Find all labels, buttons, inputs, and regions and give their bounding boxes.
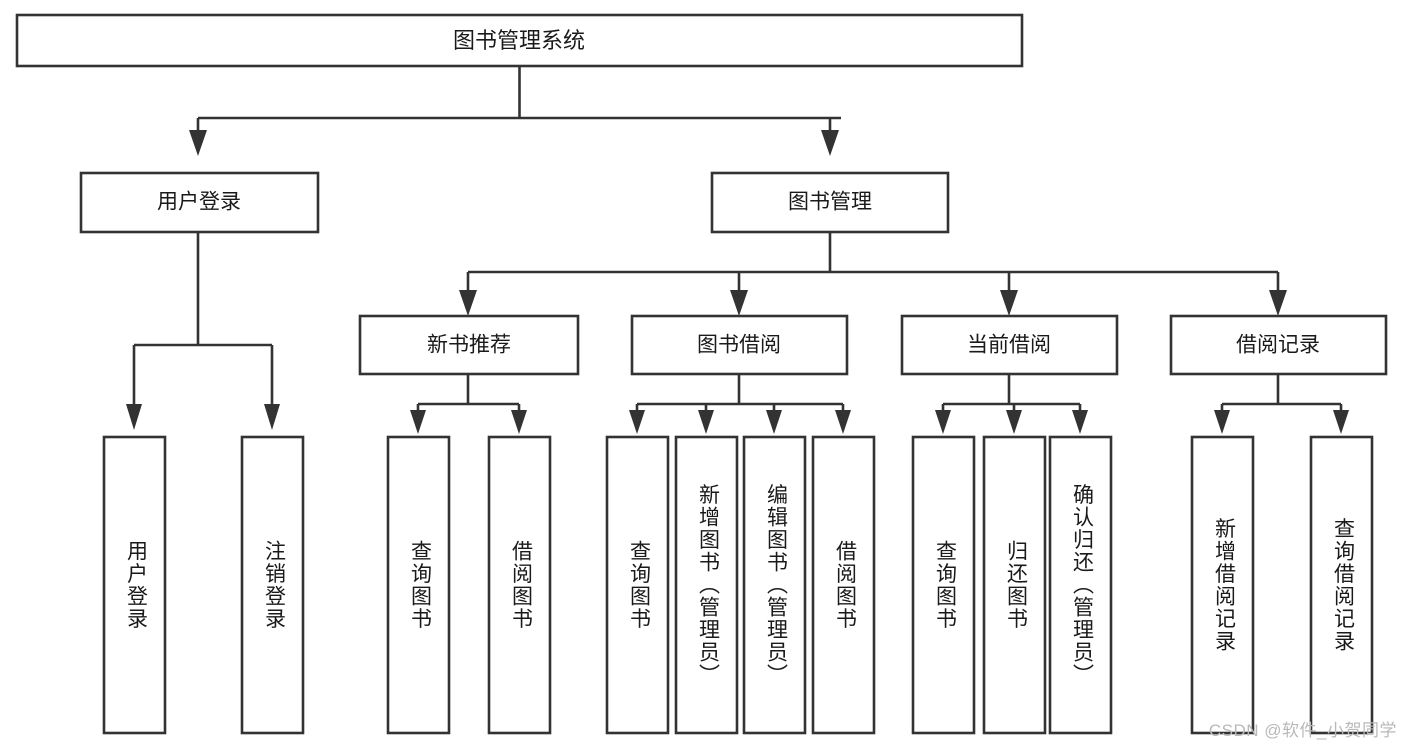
node-borrow-record-box[interactable] xyxy=(1169,314,1388,376)
arrowhead-leaf-query-book-3 xyxy=(935,410,951,434)
node-user-login-box[interactable] xyxy=(79,171,320,234)
node-current-borrow-label: 当前借阅 xyxy=(967,334,1051,357)
node-leaf-query-book-3-label: 查询图书 xyxy=(933,540,957,630)
node-new-book-recommend-label: 新书推荐 xyxy=(427,334,511,357)
node-leaf-query-record-box[interactable] xyxy=(1309,435,1374,735)
node-leaf-add-book[interactable]: 新增图书（管理员） xyxy=(674,435,739,735)
node-root-box[interactable] xyxy=(15,13,1024,68)
connector-group-new-book-recommend xyxy=(410,374,527,434)
node-book-management-box[interactable] xyxy=(710,171,950,234)
node-leaf-add-record-box[interactable] xyxy=(1190,435,1255,735)
node-leaf-query-book-3-box[interactable] xyxy=(911,435,976,735)
arrowhead-leaf-borrow-book-1 xyxy=(511,410,527,434)
arrowhead-leaf-return-book xyxy=(1006,410,1022,434)
node-leaf-query-book-2-label: 查询图书 xyxy=(627,540,651,630)
node-leaf-confirm-return[interactable]: 确认归还（管理员） xyxy=(1048,435,1113,735)
arrowhead-leaf-confirm-return xyxy=(1072,410,1088,434)
connector-group-book-management xyxy=(459,232,1287,316)
node-book-management-label: 图书管理 xyxy=(788,191,872,214)
node-leaf-return-book-box[interactable] xyxy=(982,435,1047,735)
node-user-login[interactable]: 用户登录 xyxy=(79,171,320,234)
node-user-login-label: 用户登录 xyxy=(157,191,241,214)
node-book-borrow[interactable]: 图书借阅 xyxy=(630,314,849,376)
node-leaf-borrow-book-2-label: 借阅图书 xyxy=(833,540,857,630)
node-root-label: 图书管理系统 xyxy=(453,28,585,53)
node-leaf-add-book-box[interactable] xyxy=(674,435,739,735)
node-leaf-return-book[interactable]: 归还图书 xyxy=(982,435,1047,735)
node-new-book-recommend[interactable]: 新书推荐 xyxy=(358,314,580,376)
node-leaf-borrow-book-2-box[interactable] xyxy=(811,435,876,735)
arrowhead-leaf-query-record xyxy=(1333,410,1349,434)
node-leaf-logout-login-box[interactable] xyxy=(240,435,305,735)
node-leaf-user-login-label: 用户登录 xyxy=(124,540,148,630)
arrowhead-borrow-record xyxy=(1269,290,1287,316)
arrowhead-leaf-add-record xyxy=(1214,410,1230,434)
node-leaf-query-record-label: 查询借阅记录 xyxy=(1331,518,1355,653)
arrowhead-leaf-query-book-2 xyxy=(629,410,645,434)
node-leaf-borrow-book-1[interactable]: 借阅图书 xyxy=(487,435,552,735)
node-leaf-borrow-book-2[interactable]: 借阅图书 xyxy=(811,435,876,735)
node-leaf-user-login[interactable]: 用户登录 xyxy=(102,435,167,735)
node-leaf-return-book-label: 归还图书 xyxy=(1004,540,1028,630)
connector-group-borrow-record xyxy=(1214,374,1349,434)
arrowhead-leaf-borrow-book-2 xyxy=(835,410,851,434)
node-leaf-confirm-return-box[interactable] xyxy=(1048,435,1113,735)
arrowhead-leaf-query-book-1 xyxy=(410,410,426,434)
arrowhead-current-borrow xyxy=(1000,290,1018,316)
node-leaf-add-record-label: 新增借阅记录 xyxy=(1212,518,1236,653)
node-borrow-record-label: 借阅记录 xyxy=(1236,334,1320,357)
node-leaf-edit-book[interactable]: 编辑图书（管理员） xyxy=(742,435,807,735)
node-leaf-query-book-2-box[interactable] xyxy=(605,435,670,735)
node-book-borrow-box[interactable] xyxy=(630,314,849,376)
node-leaf-query-book-1-label: 查询图书 xyxy=(408,540,432,630)
connector-group-current-borrow xyxy=(935,374,1088,434)
node-leaf-query-book-1[interactable]: 查询图书 xyxy=(386,435,451,735)
node-leaf-add-record[interactable]: 新增借阅记录 xyxy=(1190,435,1255,735)
node-leaf-query-book-2[interactable]: 查询图书 xyxy=(605,435,670,735)
node-leaf-edit-book-box[interactable] xyxy=(742,435,807,735)
arrowhead-leaf-edit-book xyxy=(766,410,782,434)
arrowhead-leaf-add-book xyxy=(698,410,714,434)
node-current-borrow[interactable]: 当前借阅 xyxy=(900,314,1119,376)
node-new-book-recommend-box[interactable] xyxy=(358,314,580,376)
node-leaf-user-login-box[interactable] xyxy=(102,435,167,735)
node-leaf-add-book-label: 新增图书（管理员） xyxy=(696,484,720,687)
node-borrow-record[interactable]: 借阅记录 xyxy=(1169,314,1388,376)
node-leaf-logout-login-label: 注销登录 xyxy=(262,540,286,630)
node-current-borrow-box[interactable] xyxy=(900,314,1119,376)
node-root[interactable]: 图书管理系统 xyxy=(15,13,1024,68)
arrowhead-book-management xyxy=(821,130,839,156)
arrowhead-new-book-recommend xyxy=(459,290,477,316)
connector-group-book-borrow xyxy=(629,374,851,434)
node-leaf-query-record[interactable]: 查询借阅记录 xyxy=(1309,435,1374,735)
arrowhead-user-login xyxy=(189,130,207,156)
node-leaf-edit-book-label: 编辑图书（管理员） xyxy=(764,484,788,687)
node-leaf-borrow-book-1-label: 借阅图书 xyxy=(509,540,533,630)
connector-group-user-login xyxy=(126,232,280,430)
node-leaf-query-book-1-box[interactable] xyxy=(386,435,451,735)
node-leaf-borrow-book-1-box[interactable] xyxy=(487,435,552,735)
arrowhead-leaf-user-login xyxy=(126,404,142,430)
connector-group-root xyxy=(189,66,841,156)
arrowhead-book-borrow xyxy=(730,290,748,316)
node-leaf-logout-login[interactable]: 注销登录 xyxy=(240,435,305,735)
node-book-management[interactable]: 图书管理 xyxy=(710,171,950,234)
node-book-borrow-label: 图书借阅 xyxy=(697,334,781,357)
arrowhead-leaf-logout-login xyxy=(264,404,280,430)
node-leaf-confirm-return-label: 确认归还（管理员） xyxy=(1070,484,1094,687)
node-leaf-query-book-3[interactable]: 查询图书 xyxy=(911,435,976,735)
